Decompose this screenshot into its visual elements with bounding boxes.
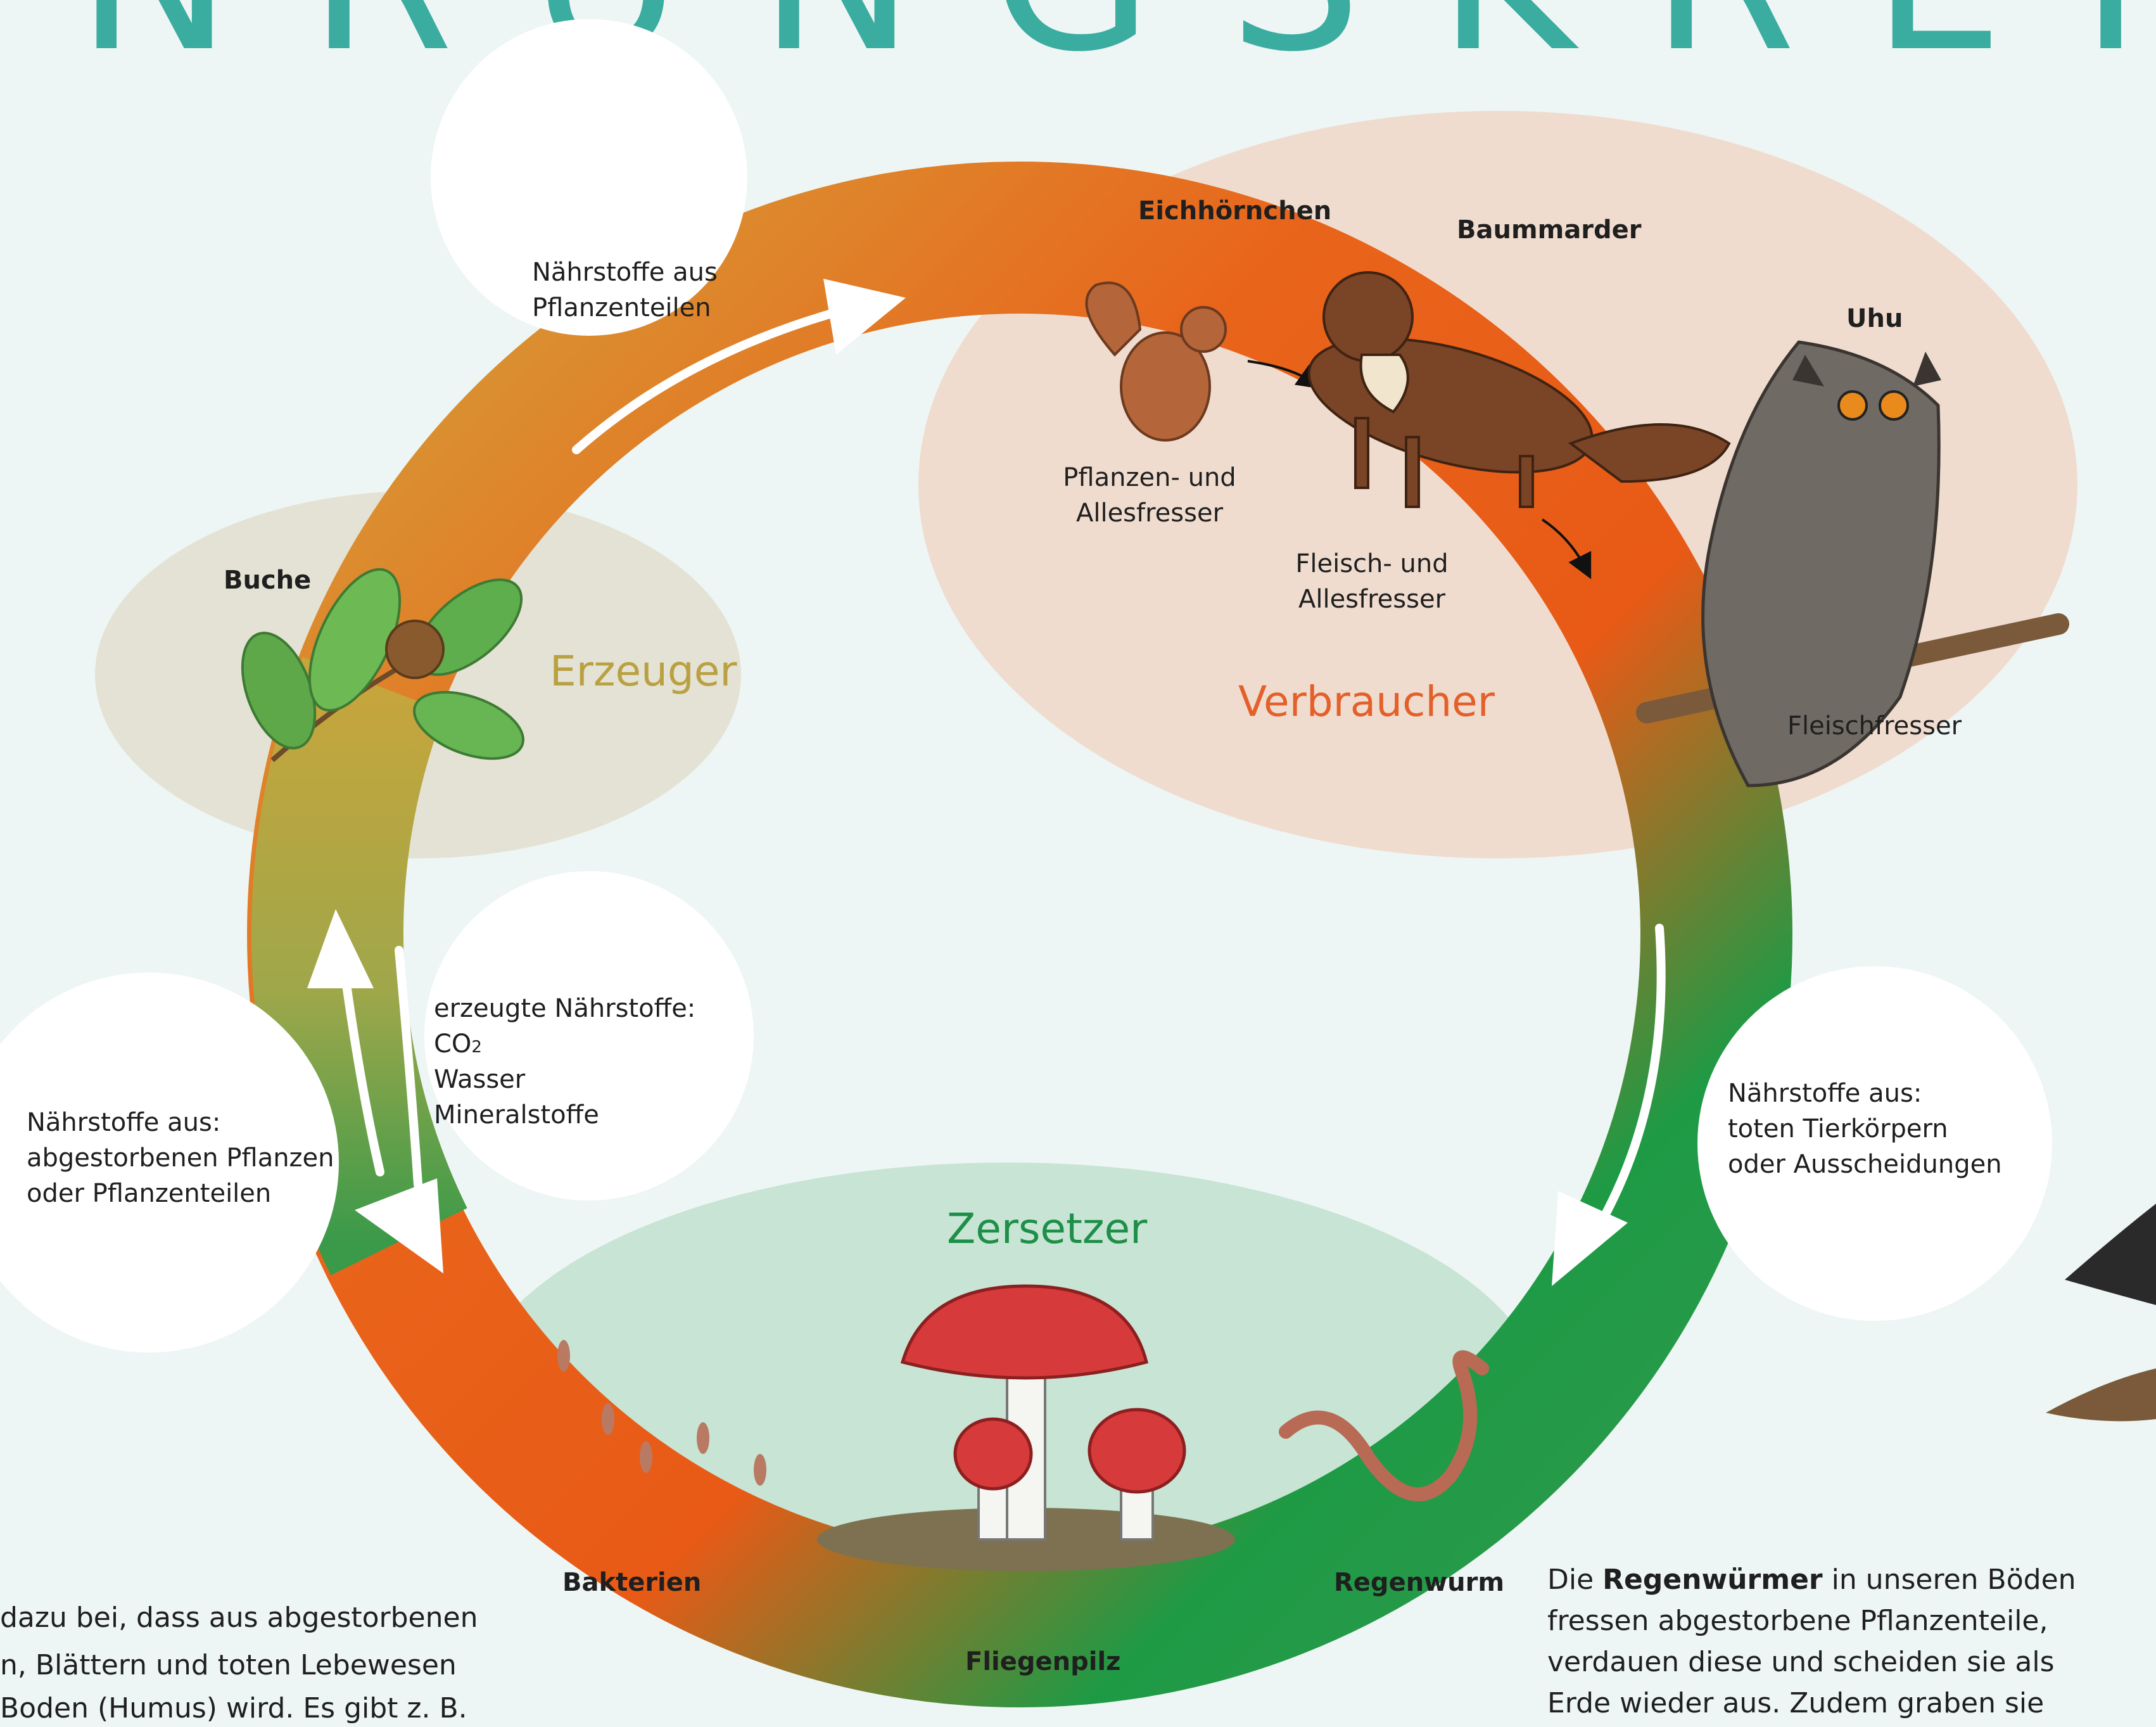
bubble-dead-plants-text: Nährstoffe aus: xyxy=(27,1108,221,1137)
marten-head xyxy=(1322,271,1414,362)
arrowhead-left-down xyxy=(355,1178,443,1273)
bubble-dead-animals-text: toten Tierkörpern xyxy=(1728,1114,1948,1144)
label-owl: Uhu xyxy=(1846,304,1903,333)
mushroom-cap xyxy=(1088,1408,1186,1494)
chain-arrow-2 xyxy=(1541,518,1592,580)
label-marten-role: Allesfresser xyxy=(1298,585,1446,614)
body-text-right: Erde wieder aus. Zudem graben sie xyxy=(1547,1687,2045,1719)
label-squirrel-role: Pflanzen- und xyxy=(1063,463,1236,492)
marten-throat-patch xyxy=(1359,354,1409,414)
earthworm-illustration xyxy=(1279,1350,1489,1501)
marten-illustration xyxy=(1307,271,1731,508)
litter-piece xyxy=(754,1454,766,1486)
body-text-right-part: Die xyxy=(1547,1564,1603,1596)
mushroom-illustration xyxy=(817,1284,1235,1571)
bubble-plant-nutrients-text: Nährstoffe aus xyxy=(532,258,718,287)
marten-leg xyxy=(1519,455,1534,508)
body-text-left: n, Blättern und toten Lebewesen xyxy=(0,1649,457,1681)
label-bacteria: Bakterien xyxy=(562,1568,702,1597)
label-mushroom: Fliegenpilz xyxy=(965,1647,1121,1676)
arrowheads xyxy=(307,279,1628,1286)
label-marten: Baummarder xyxy=(1457,215,1642,245)
heading-decomposer: Zersetzer xyxy=(947,1204,1148,1253)
litter-piece xyxy=(697,1422,709,1454)
arrowhead-left-up xyxy=(307,909,374,988)
arrowhead-top xyxy=(823,279,906,355)
arrowhead-right xyxy=(1552,1191,1628,1286)
bubble-dead-animals-text: Nährstoffe aus: xyxy=(1728,1079,1922,1108)
squirrel-illustration xyxy=(1085,281,1227,442)
bubble-produced-text: Wasser xyxy=(434,1065,526,1094)
owl-illustration xyxy=(1636,340,2069,787)
label-squirrel: Eichhörnchen xyxy=(1138,196,1332,226)
bubble-produced-text: Mineralstoffe xyxy=(434,1100,599,1130)
poster-title: NRUNGSKREI xyxy=(76,0,2156,98)
body-text-left: Boden (Humus) wird. Es gibt z. B. xyxy=(0,1692,467,1724)
body-text-right: Die Regenwürmer in unseren Böden xyxy=(1547,1562,2076,1598)
bubble-produced-text: erzeugte Nährstoffe: xyxy=(434,994,696,1023)
bubble-produced-co2: CO2 xyxy=(434,1026,482,1065)
beech-leaf xyxy=(413,691,524,760)
label-marten-role: Fleisch- und xyxy=(1295,549,1449,578)
bubble-dead-animals xyxy=(1697,966,2052,1321)
label-squirrel-role: Allesfresser xyxy=(1075,499,1224,528)
body-text-right-part: in unseren Böden xyxy=(1822,1564,2076,1596)
body-text-left: dazu bei, dass aus abgestorbenen xyxy=(0,1602,478,1634)
owl-ear-tuft xyxy=(1913,352,1941,386)
leaf-litter-illustration xyxy=(557,1340,766,1486)
heading-producer: Erzeuger xyxy=(550,647,737,696)
branch-fragment xyxy=(2046,1368,2156,1422)
co2-subscript: 2 xyxy=(471,1038,482,1057)
body-text-right-bold: Regenwürmer xyxy=(1602,1564,1823,1596)
arrow-left-down xyxy=(395,946,422,1189)
co2-text: CO xyxy=(434,1029,472,1059)
marten-leg xyxy=(1405,436,1420,508)
litter-piece xyxy=(557,1340,570,1372)
beech-illustration xyxy=(241,568,524,762)
squirrel-body xyxy=(1120,331,1211,442)
mushroom-cap xyxy=(900,1284,1149,1380)
bubble-dead-animals-text: oder Ausscheidungen xyxy=(1728,1150,2002,1179)
body-text-right: verdauen diese und scheiden sie als xyxy=(1547,1646,2055,1678)
label-earthworm: Regenwurm xyxy=(1334,1568,1505,1597)
owl-body xyxy=(1701,340,1941,787)
bird-fragment xyxy=(2065,1204,2156,1305)
marten-tail xyxy=(1568,423,1731,483)
beechnut xyxy=(385,620,445,679)
flow-arrows xyxy=(341,306,1666,1246)
heading-consumer: Verbraucher xyxy=(1238,677,1495,726)
label-owl-role: Fleischfresser xyxy=(1787,711,1962,741)
owl-ear-tuft xyxy=(1792,355,1824,386)
bubble-dead-plants-text: oder Pflanzenteilen xyxy=(27,1179,272,1208)
bubble-dead-plants-text: abgestorbenen Pflanzen xyxy=(27,1144,334,1173)
marten-leg xyxy=(1354,417,1369,489)
arrow-top xyxy=(572,306,847,454)
bubble-plant-nutrients-text: Pflanzenteilen xyxy=(532,293,711,322)
bubble-plant-nutrients xyxy=(431,19,747,336)
owl-eye xyxy=(1879,390,1909,421)
owl-eye xyxy=(1837,390,1868,421)
squirrel-head xyxy=(1180,306,1227,353)
bubble-produced-nutrients xyxy=(424,871,754,1201)
mushroom-cap xyxy=(953,1417,1033,1491)
label-beech: Buche xyxy=(224,566,312,595)
bubble-dead-plants xyxy=(0,972,339,1353)
litter-piece xyxy=(640,1441,652,1473)
arrow-left-up xyxy=(341,971,384,1176)
arrow-right xyxy=(1585,924,1666,1246)
litter-piece xyxy=(602,1403,614,1435)
squirrel-tail xyxy=(1085,281,1142,357)
body-text-right: fressen abgestorbene Pflanzenteile, xyxy=(1547,1605,2048,1637)
